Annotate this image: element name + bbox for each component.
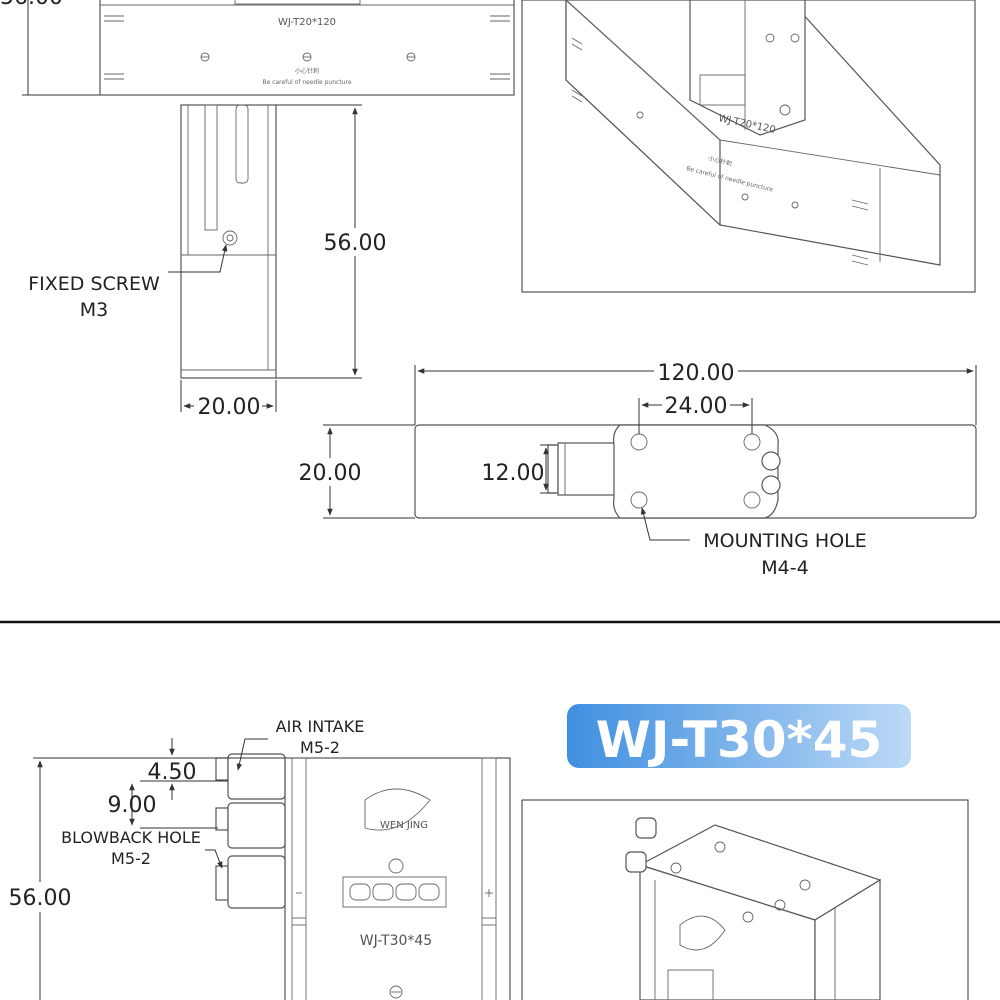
height-56-dimension: 56.00 xyxy=(6,757,285,1000)
warning-en: Be careful of needle puncture xyxy=(262,79,351,86)
front-view-bottom: WEN JING WJ-T30*45 xyxy=(215,753,511,1000)
mounting-hole-label: MOUNTING HOLE xyxy=(703,530,867,552)
model-title: WJ-T30*45 xyxy=(596,711,883,769)
bottom-height-dimension: 20.00 xyxy=(296,424,415,519)
bottom-view xyxy=(414,424,977,519)
length-value: 120.00 xyxy=(658,361,735,386)
height-value: 56.00 xyxy=(9,886,72,911)
mounting-hole-spec: M4-4 xyxy=(761,557,808,579)
warning-cn: 小心针刺 xyxy=(295,67,319,75)
air-intake-label: AIR INTAKE xyxy=(276,717,365,736)
top-left-dimension: 56.00 xyxy=(0,0,100,96)
plate-label: WJ-T30*45 xyxy=(360,933,432,949)
front-plate-label: WJ-T20*120 xyxy=(278,17,336,28)
fixed-screw-label: FIXED SCREW xyxy=(28,273,160,295)
fitting-height-dimension: 12.00 xyxy=(482,444,556,494)
isometric-view-bottom xyxy=(521,799,969,1000)
fixed-screw-callout: FIXED SCREW M3 xyxy=(28,244,228,321)
air-intake-spec: M5-2 xyxy=(300,738,340,757)
iso-body xyxy=(565,0,941,266)
hole-spacing-value: 24.00 xyxy=(665,394,728,419)
plate-screw xyxy=(200,52,416,62)
model-title-badge: WJ-T30*45 xyxy=(567,704,911,769)
dim-top-left: 56.00 xyxy=(0,0,63,10)
dim-b-value: 9.00 xyxy=(108,793,157,818)
brand-logo: WEN JING xyxy=(364,788,431,831)
blowback-callout: BLOWBACK HOLE M5-2 xyxy=(61,828,223,869)
mounting-hole-callout: MOUNTING HOLE M4-4 xyxy=(640,507,867,579)
logo-text: WEN JING xyxy=(380,820,428,831)
length-dimension: 120.00 xyxy=(414,358,977,425)
fixed-screw-spec: M3 xyxy=(80,299,108,321)
fitting-height-value: 12.00 xyxy=(482,461,545,486)
fitting xyxy=(215,753,286,909)
side-view xyxy=(180,104,277,379)
front-view-plate: WJ-T20*120 小心针刺 Be careful of needle pun… xyxy=(99,0,515,96)
isometric-view-top: WJ-T20*120 小心针刺 Be careful of needle pun… xyxy=(521,0,976,293)
side-width-dimension: 20.00 xyxy=(180,380,277,420)
bottom-height-value: 20.00 xyxy=(299,461,362,486)
blowback-label: BLOWBACK HOLE xyxy=(61,828,201,847)
blowback-spec: M5-2 xyxy=(111,849,151,868)
dim-9-00: 9.00 xyxy=(108,780,218,829)
side-height-value: 56.00 xyxy=(324,231,387,256)
side-width-value: 20.00 xyxy=(198,395,261,420)
air-intake-callout: AIR INTAKE M5-2 xyxy=(236,717,365,771)
side-height-dimension: 56.00 xyxy=(276,104,388,379)
hole-spacing-dimension: 24.00 xyxy=(638,391,753,434)
window-grille xyxy=(342,876,447,908)
